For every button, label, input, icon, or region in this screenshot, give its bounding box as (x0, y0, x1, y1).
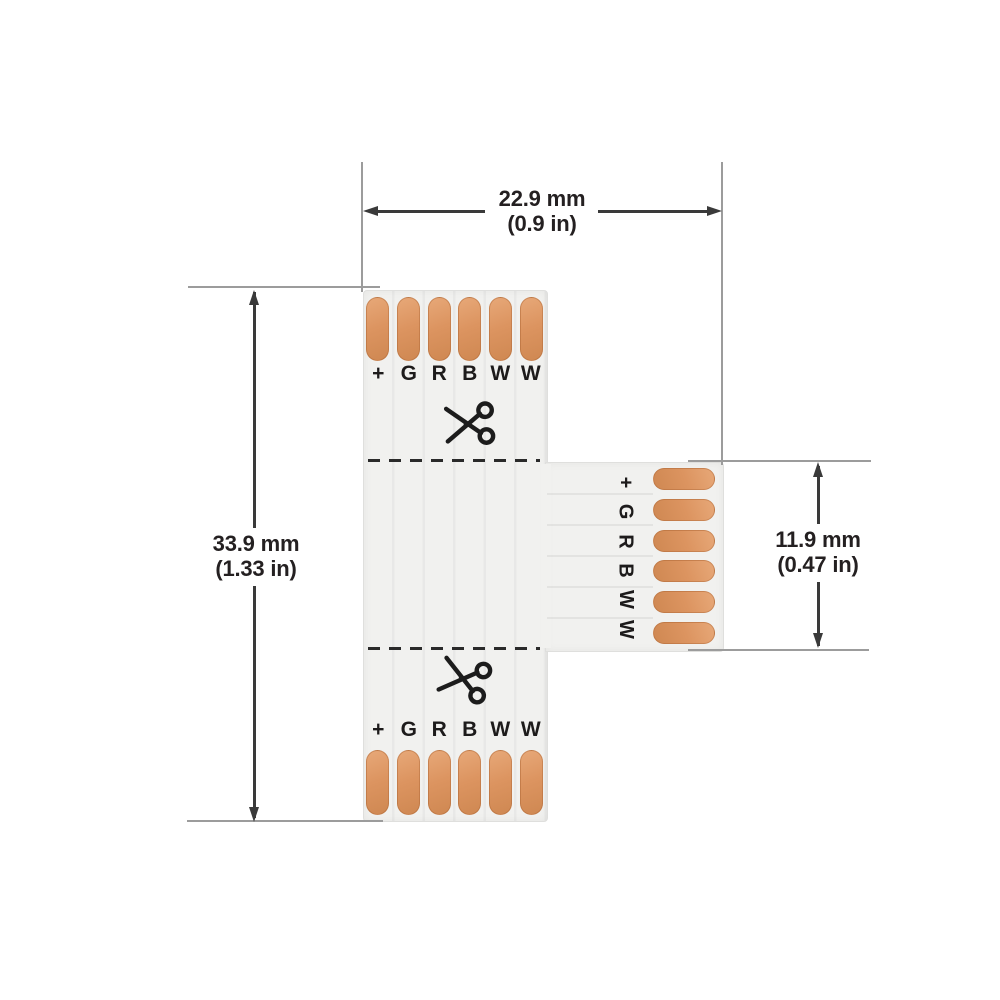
cut-line-top (368, 459, 540, 462)
pin-label: R (431, 362, 447, 385)
pin-labels-top: + G R B W W (363, 362, 546, 386)
dimension-value-mm: 33.9 mm (212, 531, 300, 556)
arrow-down-icon (813, 633, 823, 648)
solder-pad (396, 297, 420, 361)
pin-label: + (614, 476, 637, 489)
dimension-value-mm: 11.9 mm (775, 527, 861, 552)
pin-label: B (462, 362, 478, 385)
pad-row-bottom (366, 750, 543, 815)
pad-column-branch (653, 468, 715, 644)
cut-line-bottom (368, 647, 540, 650)
pin-label: W (520, 718, 541, 741)
pin-label: G (400, 718, 417, 741)
arrow-right-icon (707, 206, 722, 216)
solder-pad (653, 560, 715, 583)
extension-line (361, 162, 363, 292)
trace-line (547, 524, 653, 526)
pin-labels-branch: + G R B W W (612, 468, 638, 644)
extension-line (688, 460, 871, 462)
dimension-line (253, 586, 256, 818)
pad-row-top (366, 297, 543, 361)
extension-line (187, 820, 383, 822)
arrow-up-icon (813, 462, 823, 477)
dimension-value-inch: (0.9 in) (507, 211, 577, 236)
arrow-down-icon (249, 807, 259, 822)
scissors-icon (436, 655, 493, 705)
dimension-line (817, 582, 820, 646)
trace-line (547, 493, 653, 495)
pcb-branch-right (545, 462, 724, 652)
extension-line (688, 649, 869, 651)
pin-label: W (490, 362, 511, 385)
solder-pad (458, 750, 482, 815)
dimension-label-height: 33.9 mm (1.33 in) (106, 531, 406, 581)
pcb-strip-vertical (363, 290, 548, 822)
solder-pad (458, 297, 482, 361)
solder-pad (427, 297, 451, 361)
dimension-line (598, 210, 708, 213)
solder-pad (653, 621, 715, 644)
solder-pad (519, 750, 543, 815)
solder-pad (653, 498, 715, 521)
arrow-left-icon (363, 206, 378, 216)
pin-label: + (372, 362, 385, 385)
pin-label: + (372, 718, 385, 741)
pin-label: W (520, 362, 541, 385)
pin-label: B (462, 718, 478, 741)
dimension-line (817, 466, 820, 524)
solder-pad (489, 297, 513, 361)
dimension-label-branch: 11.9 mm (0.47 in) (668, 527, 968, 577)
pcb-seam (541, 464, 551, 648)
pin-label: W (490, 718, 511, 741)
solder-pad (396, 750, 420, 815)
pin-label: G (400, 362, 417, 385)
dimension-value-inch: (0.47 in) (777, 552, 859, 577)
solder-pad (366, 750, 389, 815)
pin-label: G (614, 504, 637, 520)
solder-pad (653, 529, 715, 552)
solder-pad (366, 297, 389, 361)
dimension-value-mm: 22.9 mm (498, 186, 586, 211)
pin-label: R (614, 534, 637, 549)
scissors-icon (443, 401, 496, 445)
pin-label: W (614, 619, 637, 639)
dimension-label-width: 22.9 mm (0.9 in) (392, 186, 692, 236)
arrow-up-icon (249, 290, 259, 305)
trace-line (547, 586, 653, 588)
solder-pad (653, 468, 715, 490)
solder-pad (519, 297, 543, 361)
extension-line (721, 162, 723, 465)
extension-line (188, 286, 380, 288)
solder-pad (427, 750, 451, 815)
trace-line (547, 555, 653, 557)
dimension-line (253, 292, 256, 528)
solder-pad (489, 750, 513, 815)
pin-label: W (614, 590, 637, 610)
solder-pad (653, 591, 715, 614)
trace-line (547, 617, 653, 619)
pin-labels-bottom: + G R B W W (363, 718, 546, 742)
pin-label: R (431, 718, 447, 741)
dimension-value-inch: (1.33 in) (215, 556, 297, 581)
dimension-line (377, 210, 485, 213)
pin-label: B (614, 563, 637, 578)
